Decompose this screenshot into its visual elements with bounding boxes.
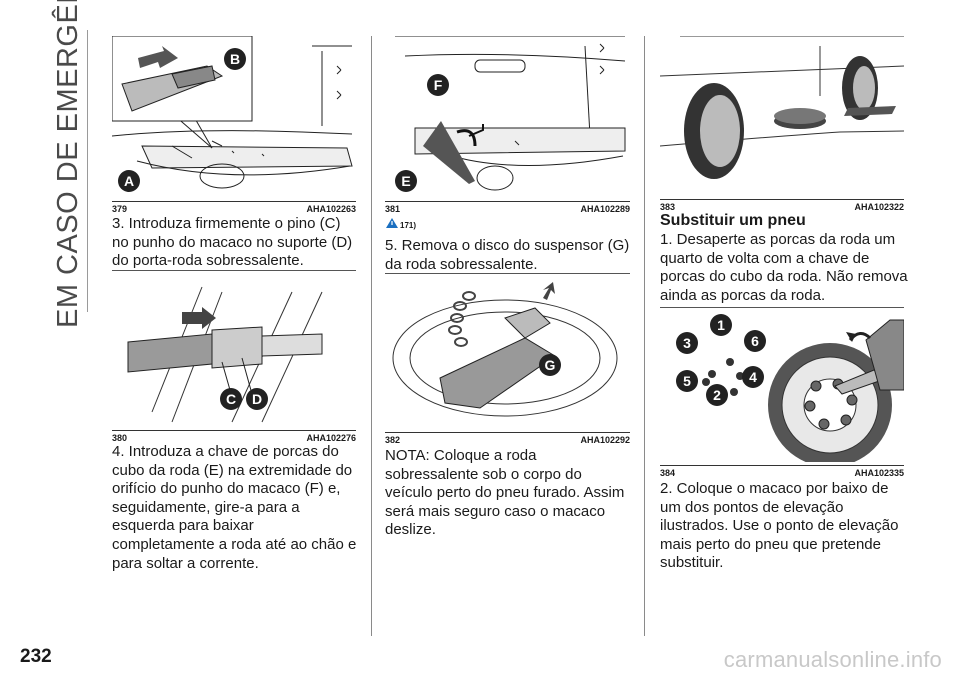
figure-380-caption: 380 AHA102276 [112,430,356,445]
figure-379: B A [112,36,356,200]
figure-379-label-b: B [224,48,246,70]
figure-383-number: 383 [660,202,676,212]
figure-380: C D [112,272,356,428]
figure-384-label-4: 4 [742,366,764,388]
warning-reference: 171) [400,221,417,230]
figure-384-label-1: 1 [710,314,732,336]
figure-379-label-a: A [118,170,140,192]
figure-380-code: AHA102276 [306,433,356,443]
figure-380-number: 380 [112,433,128,443]
column-separator-1 [371,36,372,636]
col2-paragraph-2: NOTA: Coloque a roda sobressalente sob o… [385,447,625,539]
col2-rule [385,273,630,274]
col3-paragraph-2: 2. Coloque o macaco por baixo de um dos … [660,480,899,572]
section-title: EM CASO DE EMERGÊNCIA [52,0,84,328]
figure-382: G [385,278,630,430]
figure-379-code: AHA102263 [306,204,356,214]
figure-384-label-3: 3 [676,332,698,354]
section-title-vertical: EM CASO DE EMERGÊNCIA [52,0,84,328]
figure-384-code: AHA102335 [854,468,904,478]
figure-379-number: 379 [112,204,128,214]
col2-paragraph-1: 5. Remova o disco do suspensor (G) da ro… [385,237,630,273]
figure-381-label-e: E [395,170,417,192]
col1-paragraph-1: 3. Introduza firmemente o pino (C) no pu… [112,215,353,270]
figure-383-caption: 383 AHA102322 [660,199,904,214]
figure-382-code: AHA102292 [580,435,630,445]
figure-380-label-c: C [220,388,242,410]
figure-381-illustration [395,36,626,191]
watermark: carmanualsonline.info [723,647,942,672]
figure-381-number: 381 [385,204,401,214]
figure-384-label-6: 6 [744,330,766,352]
col3-rule [660,307,904,308]
figure-384-label-2: 2 [706,384,728,406]
figure-381-label-f: F [427,74,449,96]
figure-381-code: AHA102289 [580,204,630,214]
figure-381: F E [385,36,630,199]
figure-379-caption: 379 AHA102263 [112,201,356,216]
figure-384-number: 384 [660,468,676,478]
figure-382-label-g: G [539,354,561,376]
page-number: 232 [20,646,52,667]
figure-381-caption: 381 AHA102289 [385,201,630,216]
figure-384-caption: 384 AHA102335 [660,465,904,480]
col3-paragraph-1: 1. Desaperte as porcas da roda um quarto… [660,231,908,304]
section-heading: Substituir um pneu [660,212,806,229]
figure-382-illustration [392,282,618,417]
figure-384: 1 3 6 5 4 2 [660,310,904,462]
col1-paragraph-2: 4. Introduza a chave de porcas do cubo d… [112,443,357,572]
section-title-rule [87,30,88,312]
figure-382-caption: 382 AHA102292 [385,432,630,447]
figure-383 [660,36,904,197]
figure-383-code: AHA102322 [854,202,904,212]
figure-384-label-5: 5 [676,370,698,392]
col1-rule [112,270,356,271]
column-separator-2 [644,36,645,636]
figure-382-number: 382 [385,435,401,445]
figure-384-illustration [702,319,904,462]
figure-383-illustration [660,36,904,179]
figure-380-label-d: D [246,388,268,410]
figure-380-illustration [127,286,323,423]
warning-icon [386,218,398,228]
